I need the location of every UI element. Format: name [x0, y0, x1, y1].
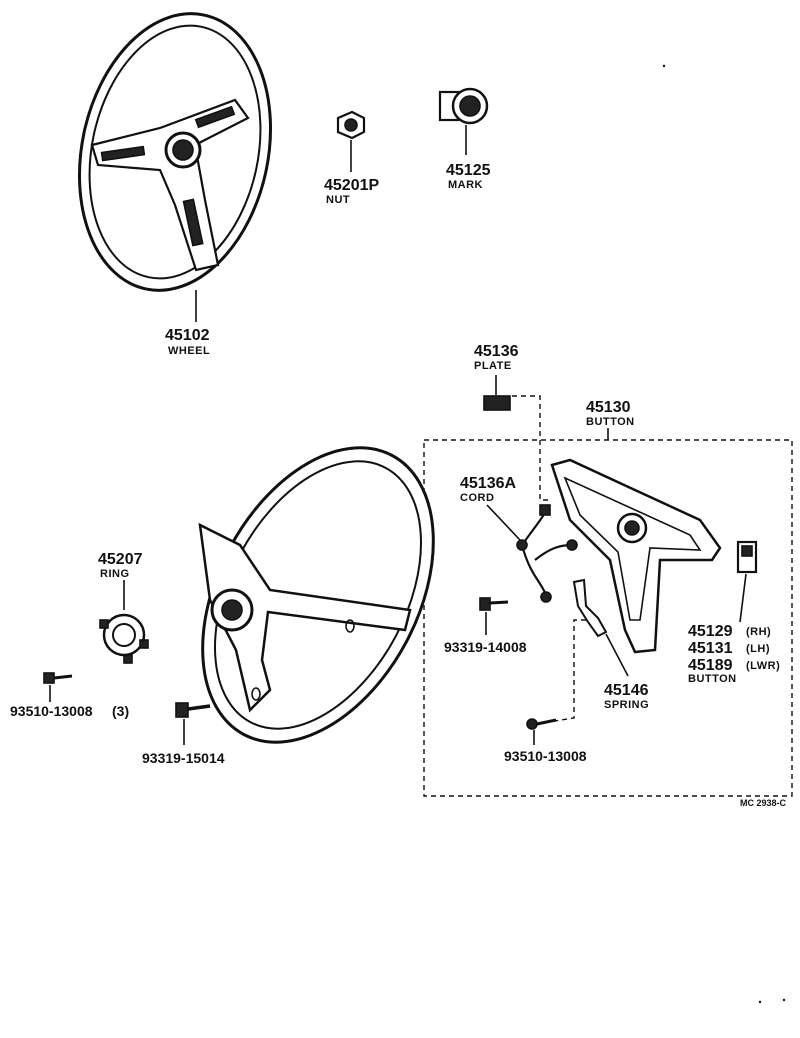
part-number-45102: 45102 [165, 327, 210, 344]
screw-93510-13008-part [526, 718, 557, 730]
plate-dashed-leader [512, 395, 548, 501]
part-number-45130: 45130 [586, 399, 631, 416]
screw-93510-13008-qty-part [43, 672, 73, 684]
side-rh: (RH) [746, 626, 771, 638]
part-number-93319-15014: 93319-15014 [142, 750, 225, 766]
part-number-45189: 45189 [688, 657, 733, 674]
quantity-3: (3) [112, 703, 129, 719]
side-lh: (LH) [746, 643, 770, 655]
part-name-mark: MARK [448, 179, 483, 191]
nut-part [336, 110, 366, 140]
part-number-45146: 45146 [604, 682, 649, 699]
part-number-45207: 45207 [98, 551, 143, 568]
part-number-93510-13008: 93510-13008 [504, 748, 587, 764]
part-name-wheel: WHEEL [168, 345, 210, 357]
part-name-cord: CORD [460, 492, 494, 504]
diagram-reference: MC 2938-C [740, 798, 787, 808]
stray-dot [758, 1000, 762, 1004]
stray-dot [782, 998, 786, 1002]
part-number-93319-14008: 93319-14008 [444, 639, 527, 655]
screw-93319-14008-part [479, 597, 509, 611]
part-number-45125: 45125 [446, 162, 491, 179]
part-name-spring: SPRING [604, 699, 649, 711]
screw-93319-15014-part [175, 702, 211, 718]
steering-wheel-rear [198, 446, 435, 744]
stray-dot [662, 64, 666, 68]
side-lwr: (LWR) [746, 660, 780, 672]
cord-part [516, 504, 578, 603]
ring-part [99, 613, 149, 664]
part-number-45129: 45129 [688, 623, 733, 640]
part-name-nut: NUT [326, 194, 350, 206]
side-button-part [736, 540, 758, 574]
part-name-plate: PLATE [474, 360, 512, 372]
button-assembly-box [423, 439, 793, 797]
spring-part [572, 578, 608, 638]
part-number-93510-13008-3: 93510-13008 [10, 703, 93, 719]
part-name-side-button: BUTTON [688, 673, 737, 685]
steering-wheel-top [77, 12, 273, 292]
mark-part [438, 87, 489, 125]
part-number-45131: 45131 [688, 640, 733, 657]
screw-13008-dashed-leader [547, 619, 586, 723]
part-name-button: BUTTON [586, 416, 635, 428]
leader-spring [605, 633, 629, 677]
leader-cord [486, 504, 521, 541]
part-number-45201p: 45201P [324, 177, 379, 194]
button-pad-part [550, 458, 722, 654]
part-name-ring: RING [100, 568, 130, 580]
part-number-45136: 45136 [474, 343, 519, 360]
part-number-45136a: 45136A [460, 475, 516, 492]
plate-part [483, 395, 511, 411]
leader-side-button [739, 573, 747, 623]
